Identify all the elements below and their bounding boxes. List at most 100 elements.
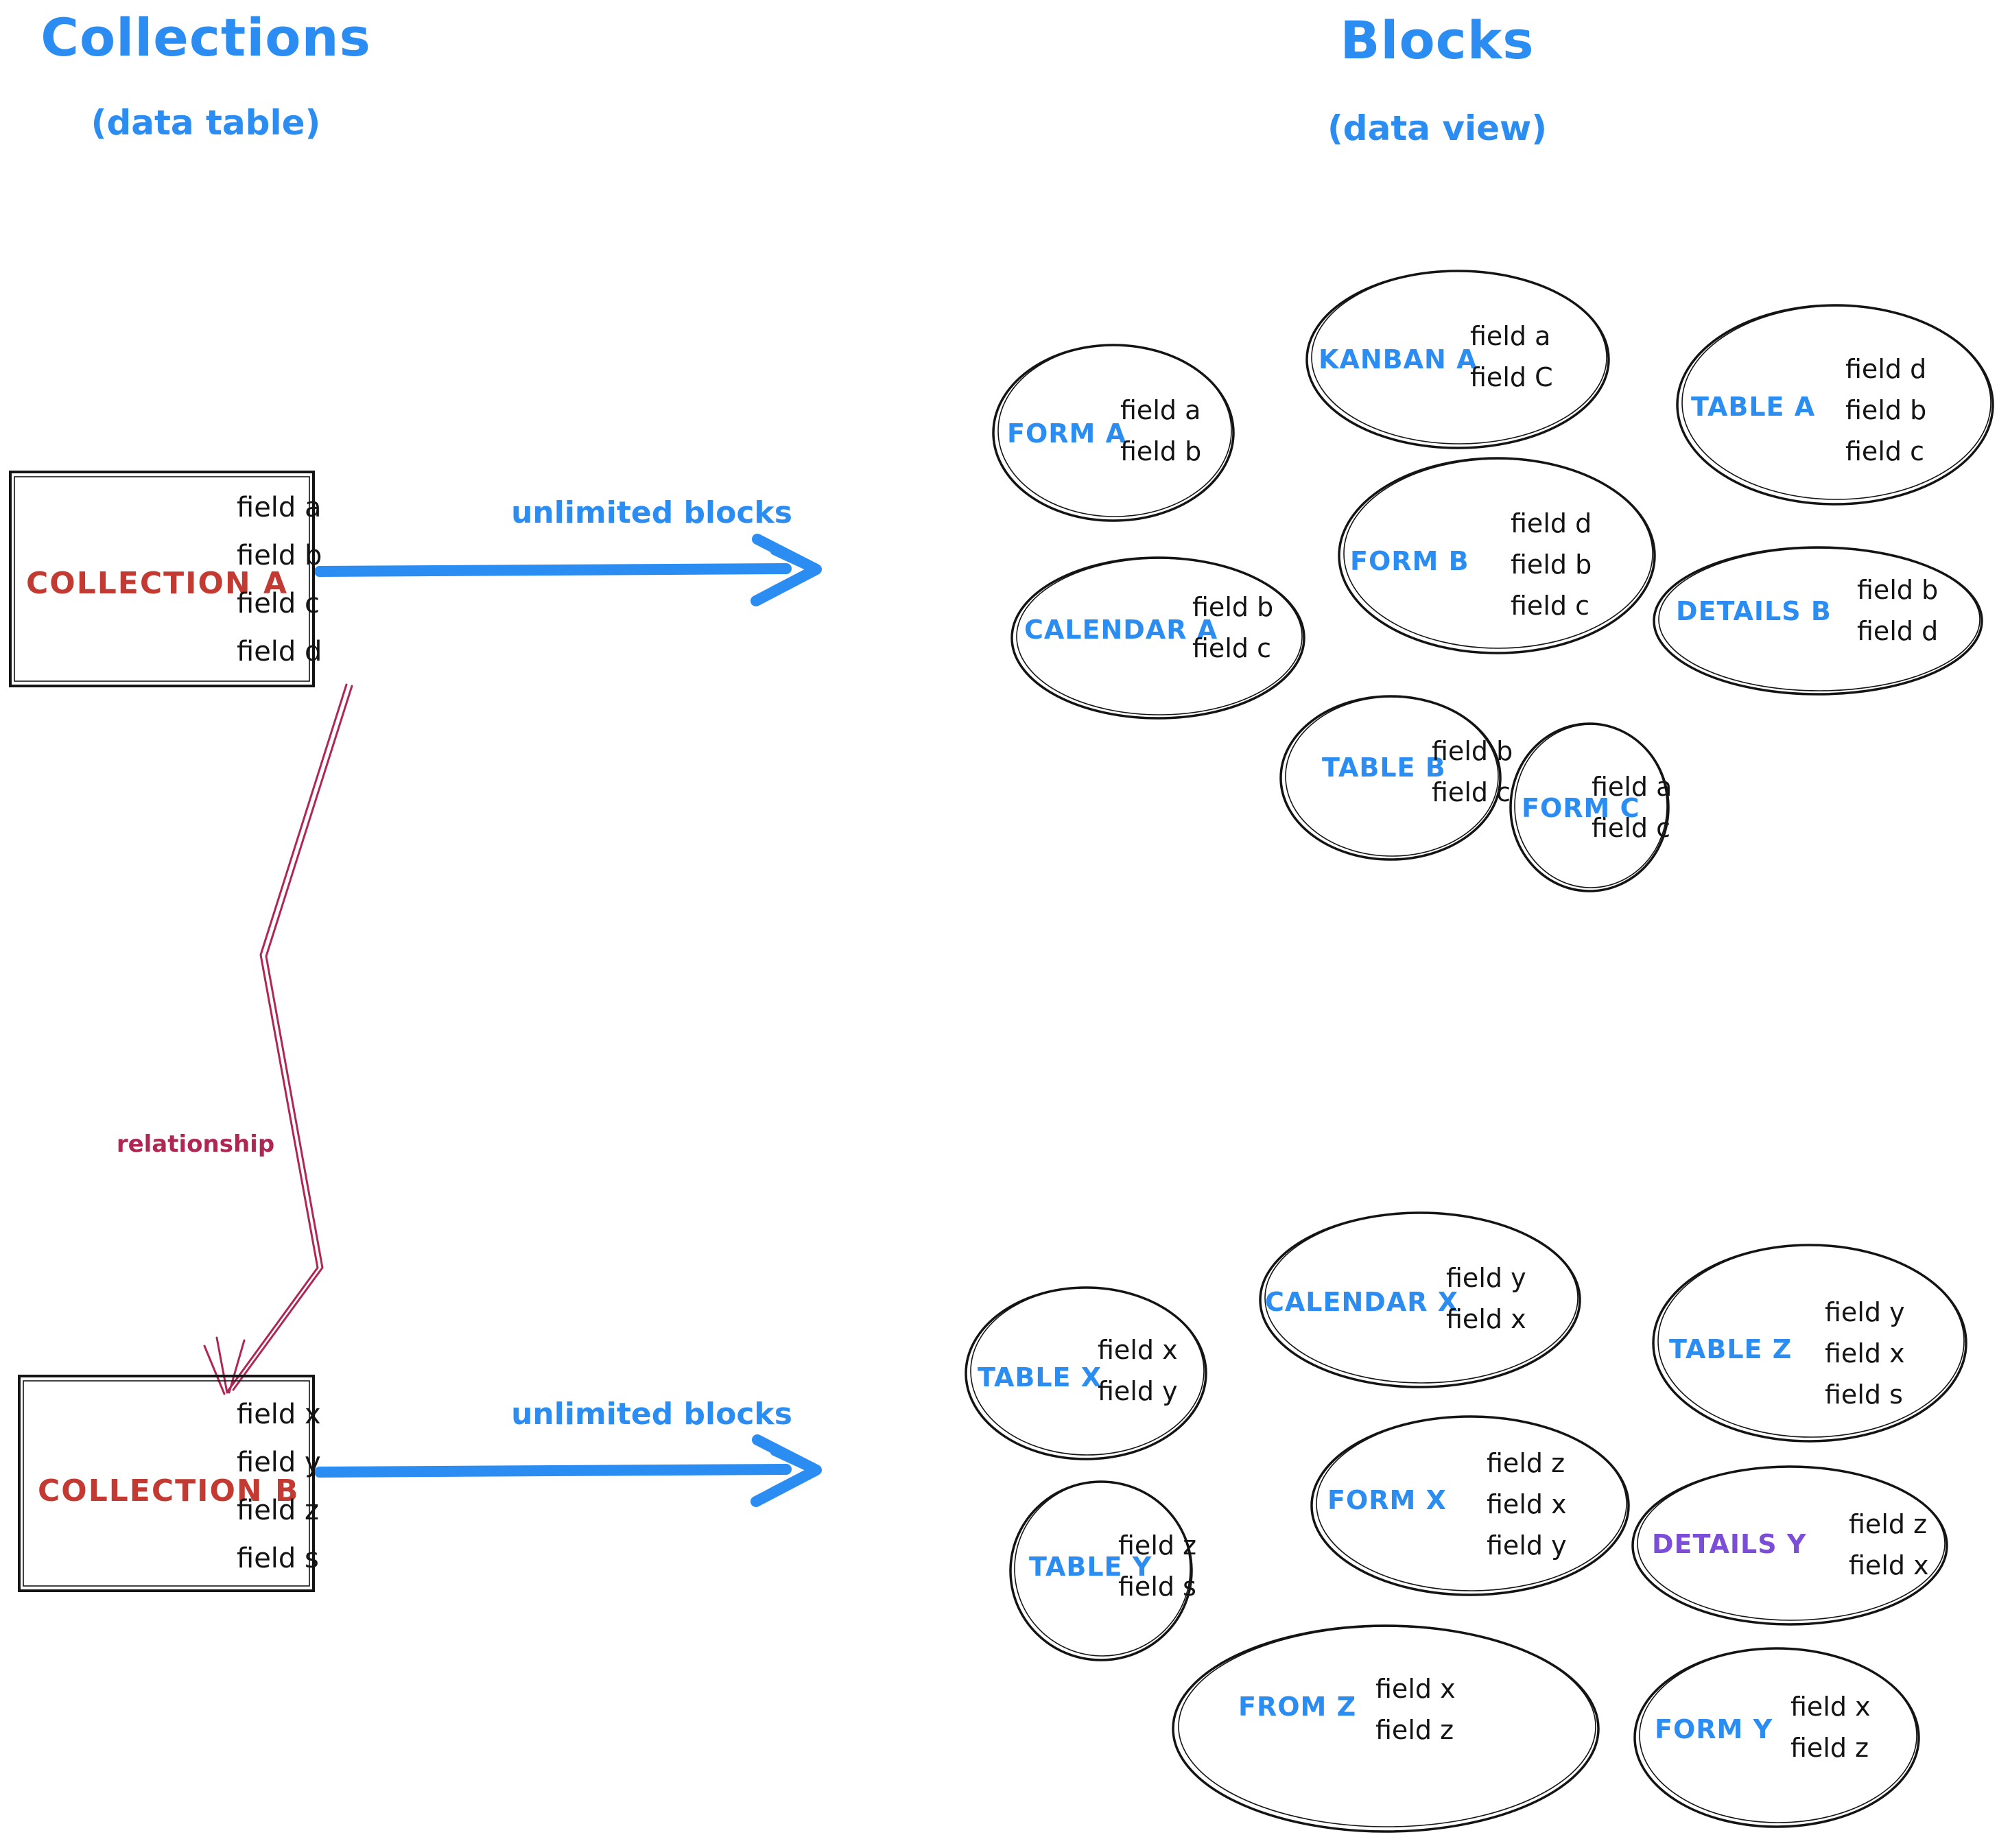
block-field: field b bbox=[1432, 736, 1513, 766]
ellipse-outline bbox=[1310, 1415, 1630, 1596]
block-field: field x bbox=[1446, 1304, 1526, 1334]
block-field: field c bbox=[1845, 436, 1924, 466]
block-fields: field b field d bbox=[1857, 569, 1938, 652]
block-field: field z bbox=[1118, 1530, 1197, 1561]
collection-b-fields: field x field y field z field s bbox=[237, 1390, 321, 1583]
collection-field: field z bbox=[237, 1495, 320, 1526]
block-details-b: DETAILS B field b field d bbox=[1651, 544, 1985, 698]
unlimited-blocks-arrow-top bbox=[314, 534, 822, 606]
block-field: field b bbox=[1511, 549, 1592, 580]
collection-a-fields: field a field b field c field d bbox=[237, 484, 322, 676]
ellipse-outline bbox=[1305, 270, 1610, 449]
block-fields: field d field b field c bbox=[1845, 348, 1926, 472]
block-fields: field x field z bbox=[1375, 1668, 1456, 1751]
block-label: TABLE Y bbox=[1029, 1552, 1152, 1582]
block-fields: field z field s bbox=[1118, 1525, 1196, 1607]
block-form-a: FORM A field a field b bbox=[990, 342, 1237, 524]
block-from-z: FROM Z field x field z bbox=[1170, 1622, 1602, 1835]
block-table-y: TABLE Y field z field s bbox=[1007, 1478, 1196, 1663]
collection-field: field x bbox=[237, 1399, 321, 1430]
block-field: field d bbox=[1511, 508, 1592, 538]
block-field: field c bbox=[1432, 777, 1511, 807]
block-kanban-a: KANBAN A field a field C bbox=[1303, 268, 1612, 451]
block-label: CALENDAR X bbox=[1265, 1287, 1459, 1317]
block-field: field d bbox=[1857, 616, 1939, 646]
collection-b-name: COLLECTION B bbox=[38, 1473, 300, 1508]
block-fields: field x field y bbox=[1098, 1329, 1178, 1412]
ellipse-outline bbox=[992, 344, 1235, 522]
block-form-c: FORM C field a field c bbox=[1507, 720, 1672, 895]
block-fields: field y field x bbox=[1446, 1257, 1526, 1340]
block-field: field y bbox=[1487, 1530, 1567, 1561]
block-fields: field b field c bbox=[1192, 587, 1273, 669]
collection-field: field s bbox=[237, 1543, 319, 1574]
ellipse-outline bbox=[1653, 546, 1983, 696]
ellipse-outline bbox=[1279, 695, 1502, 861]
block-form-b: FORM B field d field b field c bbox=[1336, 455, 1658, 656]
ellipse-outline bbox=[1676, 304, 1994, 506]
block-table-x: TABLE X field x field y bbox=[962, 1284, 1209, 1462]
block-field: field s bbox=[1118, 1572, 1196, 1602]
block-field: field d bbox=[1845, 354, 1927, 384]
block-calendar-x: CALENDAR X field y field x bbox=[1257, 1209, 1583, 1390]
block-field: field a bbox=[1120, 395, 1201, 425]
block-field: field x bbox=[1487, 1489, 1567, 1519]
block-field: field c bbox=[1192, 633, 1271, 663]
block-field: field x bbox=[1825, 1338, 1905, 1369]
block-field: field c bbox=[1592, 813, 1670, 843]
collection-a-name: COLLECTION A bbox=[26, 566, 289, 601]
block-fields: field d field b field c bbox=[1511, 503, 1592, 626]
block-label: TABLE A bbox=[1691, 392, 1816, 422]
unlimited-blocks-arrow-bottom bbox=[314, 1434, 822, 1507]
collection-field: field y bbox=[237, 1447, 321, 1478]
block-field: field z bbox=[1487, 1448, 1565, 1478]
ellipse-outline bbox=[1010, 556, 1305, 720]
ellipse-outline bbox=[1259, 1211, 1581, 1388]
block-table-z: TABLE Z field y field x field s bbox=[1650, 1242, 1970, 1445]
block-label: FROM Z bbox=[1238, 1692, 1357, 1722]
block-field: field x bbox=[1098, 1335, 1178, 1365]
block-label: DETAILS Y bbox=[1652, 1529, 1807, 1559]
ellipse-outline bbox=[1172, 1624, 1600, 1833]
block-form-y: FORM Y field x field z bbox=[1631, 1645, 1922, 1830]
relationship-label: relationship bbox=[116, 1130, 275, 1158]
ellipse-outline bbox=[1631, 1465, 1948, 1626]
block-field: field b bbox=[1120, 436, 1202, 466]
ellipse-outline bbox=[1009, 1480, 1193, 1661]
block-label: FORM B bbox=[1350, 546, 1469, 576]
unlimited-blocks-label-bottom: unlimited blocks bbox=[511, 1397, 792, 1432]
block-label: FORM A bbox=[1007, 418, 1126, 449]
block-field: field y bbox=[1098, 1376, 1178, 1406]
box-outline bbox=[18, 1375, 315, 1592]
block-fields: field a field C bbox=[1470, 316, 1553, 398]
ellipse-outline bbox=[1633, 1647, 1920, 1828]
block-fields: field z field x bbox=[1849, 1504, 1929, 1586]
block-label: TABLE B bbox=[1322, 753, 1446, 783]
block-fields: field x field z bbox=[1790, 1686, 1871, 1768]
relationship-arrow bbox=[203, 683, 353, 1395]
collection-field: field b bbox=[237, 540, 322, 571]
collection-a-box: COLLECTION A field a field b field c fie… bbox=[8, 470, 322, 688]
block-table-a: TABLE A field d field b field c bbox=[1674, 302, 1996, 508]
block-table-b: TABLE B field b field c bbox=[1277, 693, 1513, 863]
block-field: field C bbox=[1470, 362, 1553, 392]
block-field: field y bbox=[1446, 1263, 1526, 1293]
block-field: field x bbox=[1375, 1674, 1456, 1704]
block-field: field y bbox=[1825, 1297, 1905, 1327]
block-field: field a bbox=[1592, 772, 1672, 802]
collections-subtitle: (data table) bbox=[91, 103, 321, 143]
ellipse-outline bbox=[1338, 457, 1656, 654]
collection-field: field c bbox=[237, 588, 320, 619]
ellipse-outline bbox=[1509, 722, 1670, 892]
block-label: KANBAN A bbox=[1319, 344, 1478, 375]
block-label: FORM C bbox=[1522, 793, 1640, 823]
block-fields: field b field c bbox=[1432, 731, 1513, 813]
block-label: FORM X bbox=[1327, 1485, 1447, 1515]
block-fields: field y field x field s bbox=[1825, 1292, 1905, 1415]
blocks-title: Blocks bbox=[1340, 10, 1535, 71]
block-form-x: FORM X field z field x field y bbox=[1308, 1413, 1633, 1598]
block-field: field b bbox=[1857, 575, 1939, 605]
unlimited-blocks-label-top: unlimited blocks bbox=[511, 495, 792, 530]
